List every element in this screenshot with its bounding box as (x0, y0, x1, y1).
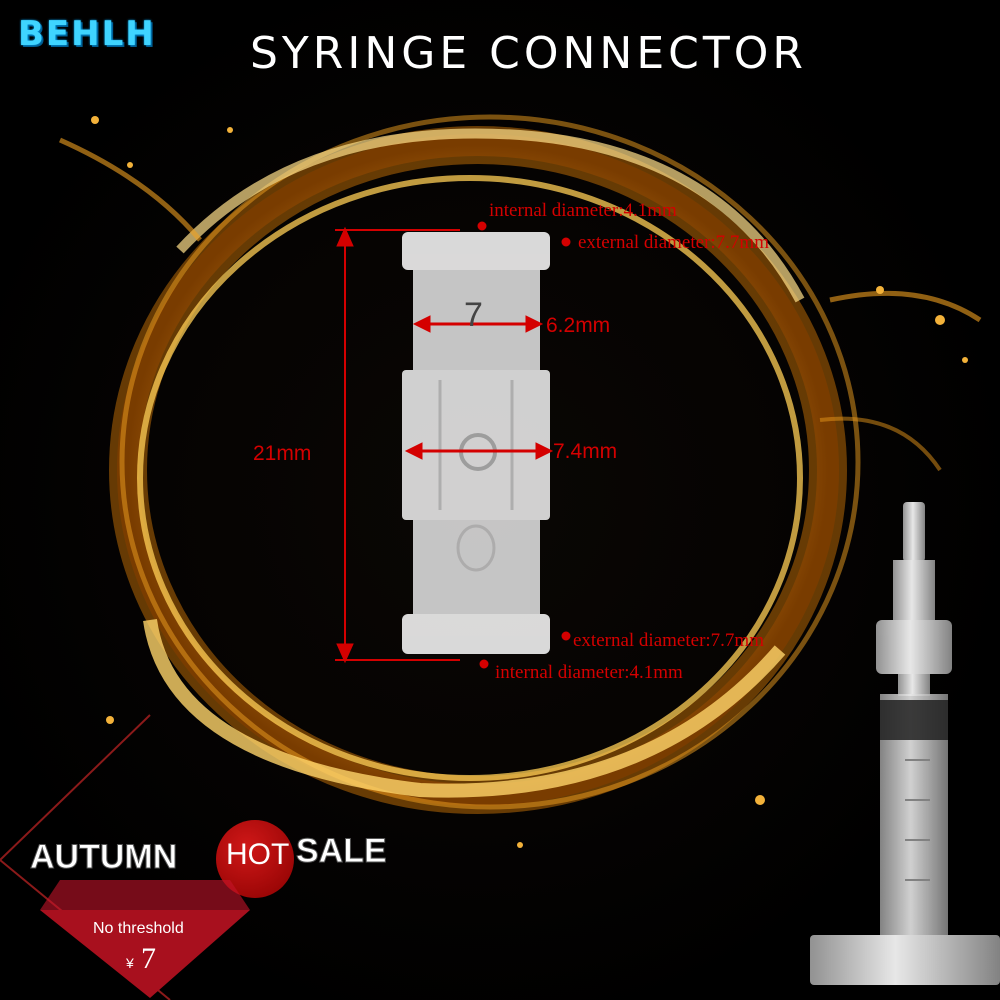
hot-badge-text: HOT (226, 838, 290, 871)
brand-logo: BEHLH (18, 14, 156, 54)
promo-word-autumn: AUTUMN (29, 838, 178, 877)
voucher-currency: ¥ (126, 955, 134, 971)
internal-diameter-top-label: internal diameter:4.1mm (489, 200, 677, 221)
syringe-illustration (810, 502, 1000, 985)
middle-width-label: 7.4mm (553, 440, 618, 463)
voucher-tag (40, 880, 250, 998)
external-diameter-bottom-label: external diameter:7.7mm (573, 630, 764, 651)
promo-word-sale: SALE (296, 832, 388, 871)
length-label: 21mm (253, 442, 312, 465)
external-diameter-top-label: external diameter:7.7mm (578, 232, 769, 253)
internal-diameter-bottom-label: internal diameter:4.1mm (495, 662, 683, 683)
part-marking: 7 (464, 296, 483, 334)
voucher-amount: 7 (141, 942, 156, 975)
upper-width-label: 6.2mm (546, 314, 611, 337)
page-title: SYRINGE CONNECTOR (250, 28, 807, 79)
dimension-markers (335, 221, 571, 669)
voucher-label: No threshold (93, 920, 184, 937)
